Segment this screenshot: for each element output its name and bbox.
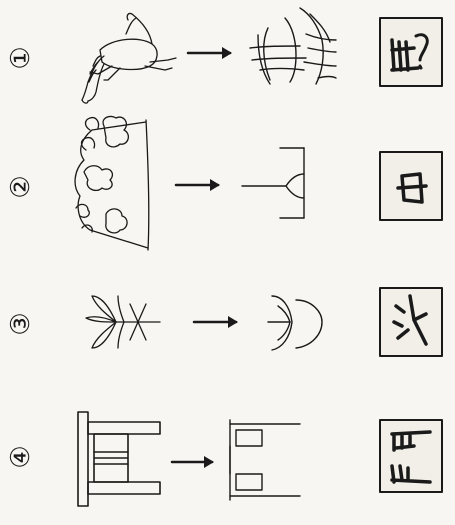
mountain-pictograph: [75, 116, 149, 250]
row-building: ④: [6, 412, 442, 506]
horse-pictograph: [82, 13, 176, 103]
tree-pictograph: [86, 296, 160, 348]
building-inscription-seal: [380, 420, 442, 492]
mountain-inscription-seal: [380, 152, 442, 220]
tree-inscription-seal: [380, 288, 442, 356]
row-number-3: ③: [6, 312, 36, 335]
building-character: [230, 420, 300, 500]
row-number-4: ④: [6, 445, 36, 468]
mountain-character: [242, 148, 304, 218]
tree-character: [268, 296, 322, 350]
row-number-1: ①: [6, 46, 36, 69]
building-pictograph: [78, 412, 160, 506]
horse-character: [250, 8, 336, 84]
row-tree: ③: [6, 288, 442, 356]
row-number-2: ②: [6, 175, 36, 198]
row-horse: ①: [6, 8, 442, 103]
row-mountain: ②: [6, 116, 442, 250]
horse-inscription-seal: [380, 18, 442, 86]
